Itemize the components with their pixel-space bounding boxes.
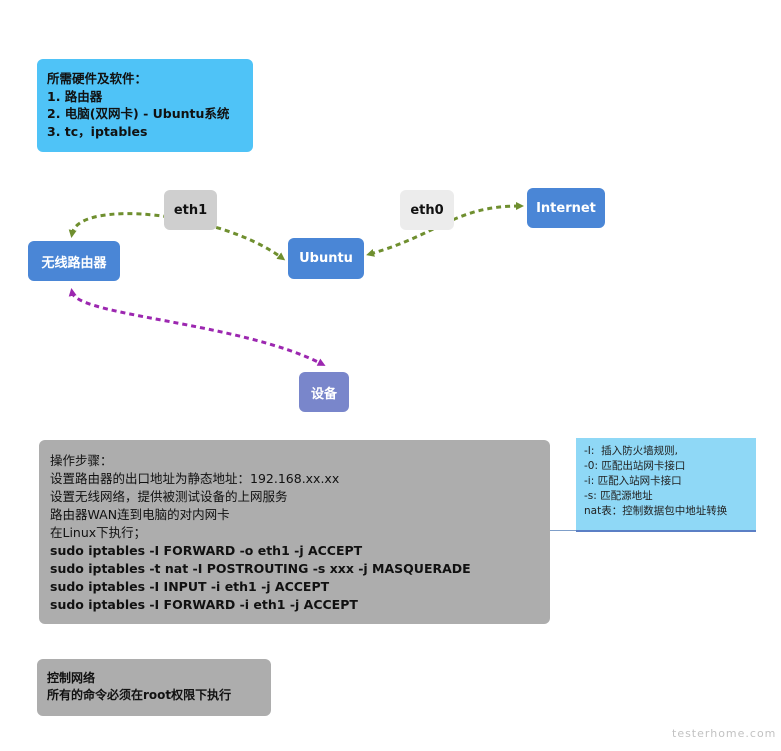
requirements-box: 所需硬件及软件： 1. 路由器 2. 电脑(双网卡) - Ubuntu系统 3.… <box>37 59 253 152</box>
router-device-arrow <box>68 288 326 366</box>
note-line: -0: 匹配出站网卡接口 <box>584 460 686 472</box>
ubuntu-node[interactable]: Ubuntu <box>288 238 364 279</box>
step-line: 在Linux下执行； <box>50 525 147 540</box>
requirement-item: 1. 路由器 <box>47 88 103 104</box>
watermark: testerhome.com <box>672 727 777 740</box>
steps-box: 操作步骤： 设置路由器的出口地址为静态地址：192.168.xx.xx 设置无线… <box>39 440 550 624</box>
command-line: sudo iptables -I FORWARD -o eth1 -j ACCE… <box>50 543 363 558</box>
device-node[interactable]: 设备 <box>299 372 349 412</box>
command-line: sudo iptables -I FORWARD -i eth1 -j ACCE… <box>50 597 358 612</box>
notes-box: -I: 插入防火墙规则, -0: 匹配出站网卡接口 -i: 匹配入站网卡接口 -… <box>576 438 756 532</box>
control-network-box: 控制网络 所有的命令必须在root权限下执行 <box>37 659 271 716</box>
command-line: sudo iptables -t nat -I POSTROUTING -s x… <box>50 561 471 576</box>
note-line: -i: 匹配入站网卡接口 <box>584 475 682 487</box>
control-note: 所有的命令必须在root权限下执行 <box>47 688 232 702</box>
eth1-label: eth1 <box>164 190 217 230</box>
note-line: nat表：控制数据包中地址转换 <box>584 505 728 517</box>
steps-title: 操作步骤： <box>50 453 113 468</box>
note-line: -s: 匹配源地址 <box>584 490 653 502</box>
step-line: 设置路由器的出口地址为静态地址：192.168.xx.xx <box>50 471 340 486</box>
step-line: 路由器WAN连到电脑的对内网卡 <box>50 507 230 522</box>
requirement-item: 2. 电脑(双网卡) - Ubuntu系统 <box>47 106 230 121</box>
step-line: 设置无线网络，提供被测试设备的上网服务 <box>50 489 288 504</box>
control-title: 控制网络 <box>47 671 96 685</box>
requirements-title: 所需硬件及软件： <box>47 71 148 86</box>
router-ubuntu-arrow <box>68 212 286 261</box>
internet-node[interactable]: Internet <box>527 188 605 228</box>
eth0-label: eth0 <box>400 190 454 230</box>
command-line: sudo iptables -I INPUT -i eth1 -j ACCEPT <box>50 579 330 594</box>
requirement-item: 3. tc，iptables <box>47 123 148 139</box>
wireless-router-node[interactable]: 无线路由器 <box>28 241 120 281</box>
note-line: -I: 插入防火墙规则, <box>584 445 678 457</box>
